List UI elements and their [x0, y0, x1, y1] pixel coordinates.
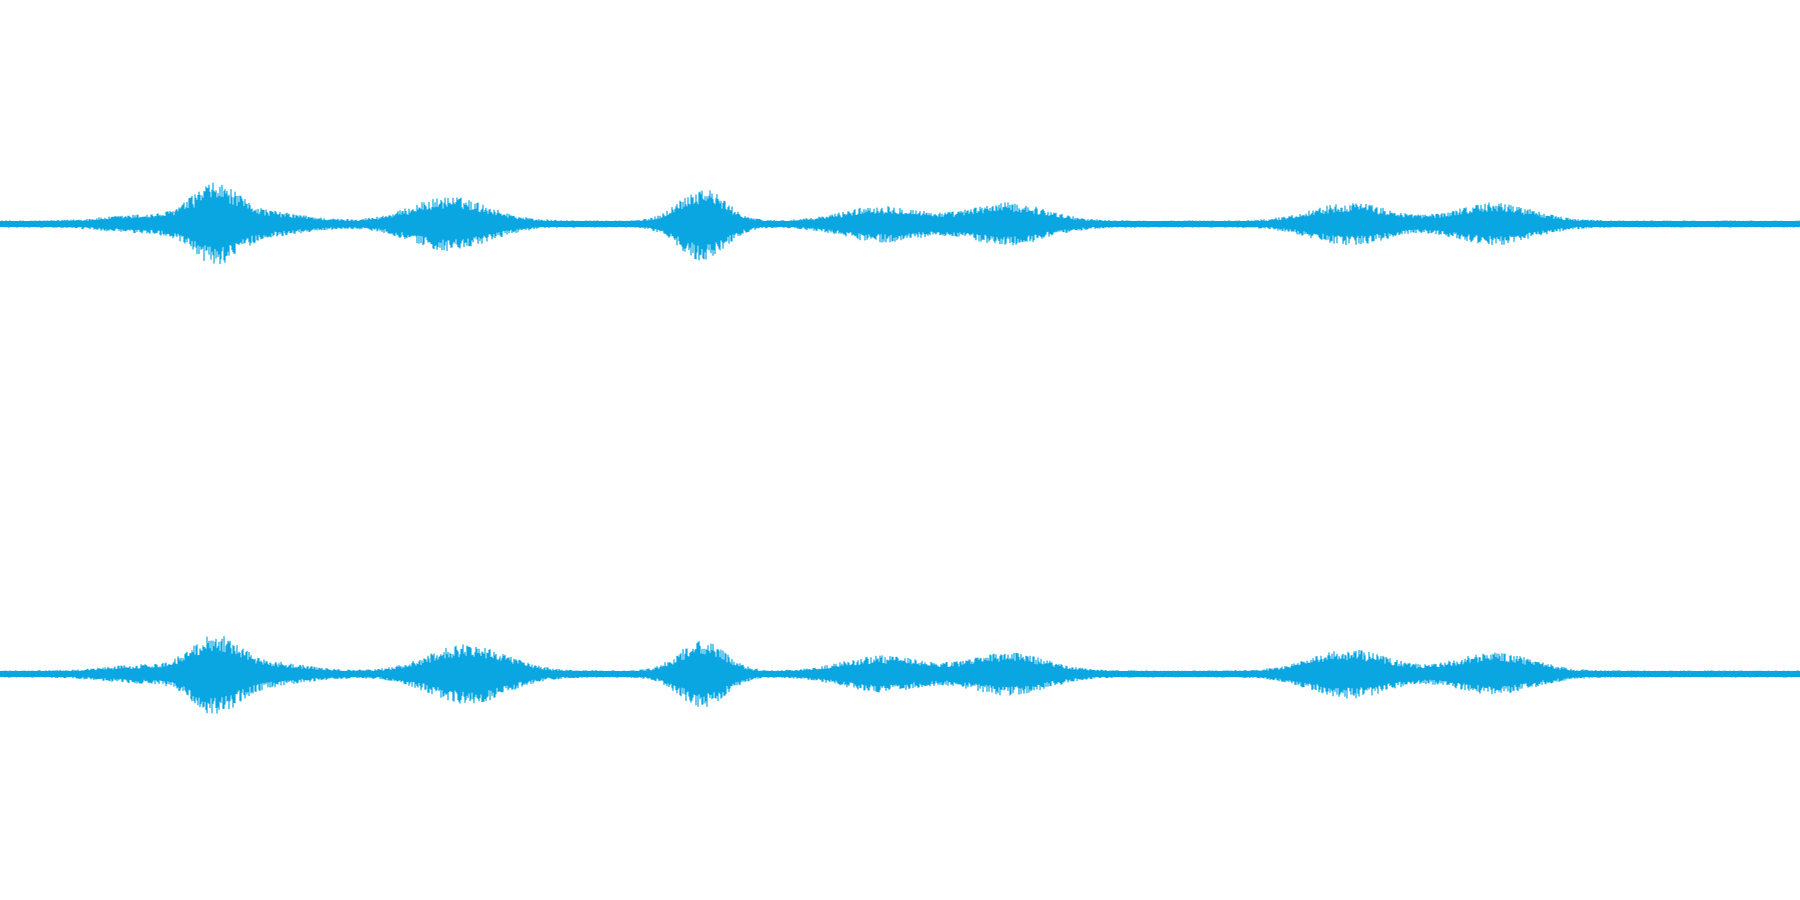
waveform-channel-left: [0, 182, 1800, 265]
waveform-right-svg: [0, 636, 1800, 714]
waveform-left-svg: [0, 182, 1800, 265]
waveform-channel-right: [0, 450, 1800, 900]
